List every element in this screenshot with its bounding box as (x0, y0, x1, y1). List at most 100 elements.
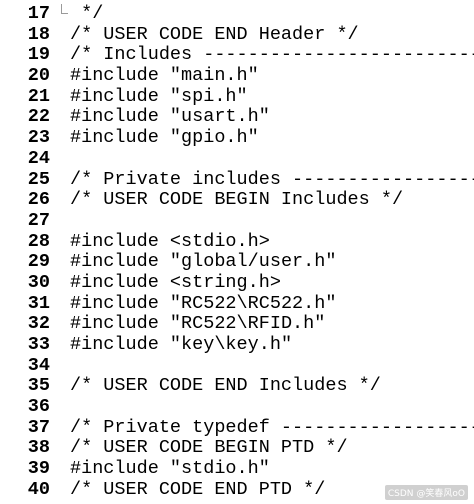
code-line[interactable]: 32 #include "RC522\RFID.h" (0, 313, 474, 335)
code-line[interactable]: 38/* USER CODE BEGIN PTD */ (0, 438, 474, 459)
code-token-directive: #include (70, 127, 170, 149)
fold-indicator (61, 211, 69, 232)
code-token-string: <string.h> (169, 271, 281, 293)
code-text: #include <string.h> (70, 271, 281, 294)
code-line[interactable]: 17 */ (0, 3, 474, 25)
fold-indicator (61, 107, 69, 128)
line-number: 35 (27, 375, 50, 397)
line-number: 39 (27, 458, 50, 480)
code-line[interactable]: 35 /* USER CODE END Includes */ (0, 376, 474, 397)
code-text: /* Includes ------------------------- (70, 45, 474, 66)
fold-indicator (61, 252, 69, 273)
line-number: 37 (27, 416, 50, 438)
fold-indicator (61, 314, 69, 335)
code-line[interactable]: 31#include "RC522\RC522.h" (0, 292, 474, 315)
line-number: 31 (27, 292, 50, 314)
code-line[interactable]: 21#include "spi.h" (0, 85, 474, 108)
code-editor[interactable]: 17 */18 /* USER CODE END Header */ 19 /* In… (0, 3, 474, 501)
code-token-string: "main.h" (169, 65, 259, 87)
code-line[interactable]: 25 /* Private includes ----------------- (0, 168, 474, 191)
code-line[interactable]: 36 (0, 396, 474, 418)
fold-indicator (61, 149, 69, 170)
fold-indicator (61, 4, 69, 25)
line-number: 27 (27, 209, 50, 231)
code-text: #include "gpio.h" (70, 127, 259, 149)
line-number: 18 (27, 23, 50, 45)
code-token-directive: #include (70, 313, 170, 335)
code-token-string: "spi.h" (169, 85, 248, 107)
code-token-comment: /* USER CODE BEGIN Includes */ (70, 189, 404, 211)
line-number: 32 (27, 313, 50, 335)
fold-indicator (61, 170, 69, 191)
code-line[interactable]: 26 /* USER CODE BEGIN Includes */ (0, 189, 474, 211)
code-line[interactable]: 37 /* Private typedef ------------------ (0, 416, 474, 439)
code-token-string: "global/user.h" (169, 251, 337, 273)
fold-indicator (61, 190, 69, 211)
code-token-directive: #include (70, 65, 170, 87)
code-token-comment: /* USER CODE END Header */ (70, 23, 359, 45)
code-text: #include "spi.h" (70, 85, 248, 108)
line-number: 29 (27, 251, 50, 273)
code-token-string: "stdio.h" (169, 458, 270, 480)
line-number: 38 (27, 437, 50, 459)
watermark: CSDN @笑春风oO (384, 485, 468, 500)
fold-indicator (61, 273, 69, 294)
code-line[interactable]: 18 /* USER CODE END Header */ (0, 23, 474, 46)
code-text: /* USER CODE BEGIN Includes */ (70, 189, 404, 211)
code-token-string: "usart.h" (169, 106, 270, 128)
code-text: #include "usart.h" (70, 107, 270, 128)
code-line[interactable]: 28#include <stdio.h> (0, 230, 474, 253)
line-number: 28 (27, 230, 50, 252)
line-number: 33 (27, 334, 50, 355)
fold-indicator (61, 87, 69, 108)
code-token-string: "RC522\RFID.h" (169, 313, 326, 335)
code-token-directive: #include (70, 230, 170, 252)
code-line[interactable]: 23#include "gpio.h" (0, 127, 474, 149)
code-line[interactable]: 20 #include "main.h" (0, 65, 474, 87)
code-token-comment: /* USER CODE END Includes */ (70, 375, 381, 397)
code-token-directive: #include (70, 106, 170, 128)
code-line[interactable]: 24 (0, 147, 474, 170)
code-line[interactable]: 22 #include "usart.h" (0, 107, 474, 128)
line-number: 20 (27, 65, 50, 87)
line-number: 24 (27, 147, 50, 169)
code-token-directive: #include (70, 251, 170, 273)
line-number: 34 (27, 354, 50, 376)
fold-indicator (61, 45, 69, 66)
line-number: 40 (27, 478, 50, 500)
code-token-directive: #include (70, 85, 170, 107)
code-line[interactable]: 39 #include "stdio.h" (0, 458, 474, 480)
code-line[interactable]: 19 /* Includes ------------------------- (0, 45, 474, 66)
code-token-string: "gpio.h" (169, 127, 259, 149)
code-line[interactable]: 34 (0, 354, 474, 377)
code-token-directive: #include (70, 334, 170, 355)
fold-indicator (61, 66, 69, 87)
code-token-comment: /* Private includes ----------------- (70, 168, 474, 190)
code-text: /* Private typedef ------------------ (70, 416, 474, 439)
line-number: 26 (27, 189, 50, 211)
code-token-comment: /* Private typedef ------------------ (70, 416, 474, 438)
code-text: #include "key\key.h" (70, 334, 292, 356)
code-text: #include "stdio.h" (70, 458, 270, 480)
fold-indicator (61, 25, 69, 46)
line-number: 30 (27, 271, 50, 293)
code-token-directive: #include (70, 458, 170, 480)
code-line[interactable]: 40 /* USER CODE END PTD */ (0, 478, 474, 501)
line-number: 36 (27, 396, 50, 418)
code-token-string: "RC522\RC522.h" (169, 292, 337, 314)
code-line[interactable]: 29 #include "global/user.h" (0, 251, 474, 273)
line-number: 25 (27, 168, 50, 190)
code-line[interactable]: 30 #include <string.h> (0, 271, 474, 294)
code-line[interactable]: 27 (0, 209, 474, 232)
fold-indicator (61, 335, 69, 356)
line-number: 22 (27, 106, 50, 128)
fold-indicator (61, 232, 69, 253)
fold-indicator (61, 480, 69, 501)
code-line[interactable]: 33 #include "key\key.h" (0, 334, 474, 356)
code-token-comment: /* USER CODE END PTD */ (70, 478, 326, 500)
fold-indicator (61, 128, 69, 149)
code-text: #include "RC522\RFID.h" (70, 313, 326, 335)
code-text: /* USER CODE END Header */ (70, 23, 359, 46)
code-text: */ (70, 3, 103, 25)
line-number: 19 (27, 44, 50, 66)
